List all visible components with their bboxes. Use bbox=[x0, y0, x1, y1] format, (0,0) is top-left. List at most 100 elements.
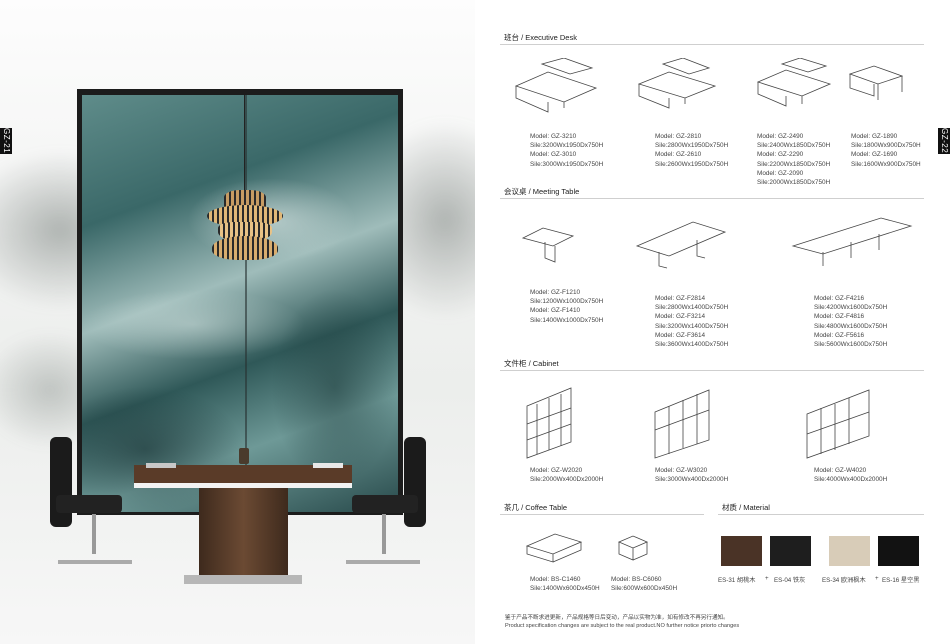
cabinet-illustrations bbox=[526, 387, 870, 459]
chair-right-seat bbox=[352, 495, 418, 513]
spec-line: Model: GZ-F3614 bbox=[655, 331, 706, 339]
spec-group-executive-1: Model: GZ-3210 Sile:3200Wx1950Dx750H Mod… bbox=[530, 132, 603, 169]
desk-card bbox=[313, 463, 343, 468]
spec-group-cabinet-2: Model: GZ-W3020 Sile:3000Wx400Dx2000H bbox=[655, 466, 728, 484]
spec-line: Sile:5600Wx1600Dx750H bbox=[814, 341, 888, 349]
section-title-coffee-table: 茶几 / Coffee Table bbox=[504, 503, 568, 512]
spec-group-meeting-1: Model: GZ-F1210 Sile:1200Wx1000Dx750H Mo… bbox=[530, 288, 603, 325]
spec-line: Model: GZ-2490 bbox=[757, 133, 804, 140]
spec-line: Sile:1600Wx900Dx750H bbox=[851, 160, 921, 168]
spec-line: Sile:3000Wx400Dx2000H bbox=[655, 476, 729, 484]
section-rule bbox=[718, 514, 924, 515]
material-swatch-walnut bbox=[721, 536, 762, 566]
meeting-table-illustrations bbox=[521, 217, 913, 269]
laptop bbox=[146, 463, 176, 468]
material-label-walnut: ES-31 胡桃木 bbox=[718, 577, 756, 584]
spec-line: Sile:2800Wx1950Dx750H bbox=[655, 142, 729, 150]
spec-line: Model: GZ-2810 bbox=[655, 133, 702, 140]
spec-group-coffee-2: Model: BS-C6060 Sile:600Wx600Dx450H bbox=[611, 575, 677, 593]
spec-line: Model: GZ-W3020 bbox=[655, 467, 708, 474]
cabinet-drawing-1 bbox=[526, 387, 572, 459]
coffee-table-illustrations bbox=[525, 533, 649, 563]
spec-group-executive-3: Model: GZ-2490 Sile:2400Wx1850Dx750H Mod… bbox=[757, 132, 830, 187]
spec-line: Model: GZ-F1210 bbox=[530, 289, 581, 296]
page-tab-right: GZ-22 bbox=[938, 128, 950, 154]
spec-line: Model: GZ-F2814 bbox=[655, 295, 706, 302]
spec-line: Sile:2200Wx1850Dx750H bbox=[757, 160, 831, 168]
spec-line: Model: GZ-3010 bbox=[530, 151, 577, 159]
material-separator: + bbox=[765, 575, 769, 582]
executive-desk-drawing-3 bbox=[756, 58, 832, 107]
meeting-table-drawing-1 bbox=[521, 227, 575, 263]
page-tab-left: GZ-21 bbox=[0, 128, 12, 154]
spec-line: Sile:2000Wx1850Dx750H bbox=[757, 179, 831, 187]
spec-line: Sile:600Wx600Dx450H bbox=[611, 585, 678, 593]
pendant-cord bbox=[244, 95, 245, 195]
section-rule bbox=[500, 514, 704, 515]
pendant-lamp-bottom bbox=[212, 236, 278, 260]
spec-line: Model: GZ-2290 bbox=[757, 151, 804, 159]
spec-line: Model: GZ-F4216 bbox=[814, 295, 865, 302]
coffee-table-drawing-2 bbox=[617, 535, 649, 561]
spec-line: Model: GZ-F4816 bbox=[814, 313, 865, 321]
spec-line: Model: GZ-2610 bbox=[655, 151, 702, 159]
executive-desk-drawing-4 bbox=[848, 65, 904, 100]
spec-line: Sile:4800Wx1600Dx750H bbox=[814, 322, 888, 330]
coffee-table-drawing-1 bbox=[525, 533, 583, 563]
spec-line: Model: GZ-3210 bbox=[530, 133, 577, 140]
spec-line: Model: GZ-F1410 bbox=[530, 307, 581, 315]
spec-line: Sile:1400Wx1000Dx750H bbox=[530, 316, 604, 324]
meeting-table-drawing-2 bbox=[635, 221, 727, 269]
spec-group-executive-4: Model: GZ-1890 Sile:1800Wx900Dx750H Mode… bbox=[851, 132, 921, 169]
spec-line: Sile:2800Wx1400Dx750H bbox=[655, 304, 729, 312]
spec-line: Sile:1200Wx1000Dx750H bbox=[530, 298, 604, 306]
spec-group-meeting-3: Model: GZ-F4216 Sile:4200Wx1600Dx750H Mo… bbox=[814, 294, 887, 349]
spec-group-coffee-1: Model: BS-C1460 Sile:1400Wx600Dx450H bbox=[530, 575, 600, 593]
meeting-table-drawing-3 bbox=[791, 217, 913, 266]
spec-line: Model: GZ-W2020 bbox=[530, 467, 583, 474]
spec-line: Model: GZ-2090 bbox=[757, 169, 804, 177]
spec-line: Sile:4000Wx400Dx2000H bbox=[814, 476, 888, 484]
section-title-cabinet: 文件柜 / Cabinet bbox=[504, 359, 559, 368]
spec-line: Sile:3000Wx1950Dx750H bbox=[530, 160, 604, 168]
spec-line: Sile:2400Wx1850Dx750H bbox=[757, 142, 831, 150]
spec-line: Sile:2000Wx400Dx2000H bbox=[530, 476, 604, 484]
pendant-lamp-top bbox=[224, 190, 266, 208]
desk-foot bbox=[184, 575, 302, 584]
material-label-maple: ES-34 欧洲枫木 bbox=[822, 577, 866, 584]
cabinet-drawing-2 bbox=[654, 389, 710, 459]
material-swatch-iron-grey bbox=[770, 536, 811, 566]
section-rule bbox=[500, 370, 924, 371]
spec-group-cabinet-1: Model: GZ-W2020 Sile:2000Wx400Dx2000H bbox=[530, 466, 603, 484]
section-title-executive-desk: 班台 / Executive Desk bbox=[504, 33, 577, 42]
footer-note-en: Product specification changes are subjec… bbox=[505, 622, 740, 629]
material-label-iron-grey: ES-04 铁灰 bbox=[774, 577, 806, 584]
footer-note: 鉴于产品不断求进更新，产品规格等日后变动，产品以实物为准，如有修改不再另行通知。… bbox=[505, 615, 935, 630]
chair-left-seat bbox=[56, 495, 122, 513]
spec-line: Sile:4200Wx1600Dx750H bbox=[814, 304, 888, 312]
section-rule bbox=[500, 44, 924, 45]
spec-line: Sile:2600Wx1950Dx750H bbox=[655, 160, 729, 168]
chair-right-back bbox=[404, 437, 426, 527]
spec-line: Model: GZ-F5616 bbox=[814, 331, 865, 339]
executive-desk-drawing-2 bbox=[637, 58, 717, 109]
spec-line: Sile:3200Wx1950Dx750H bbox=[530, 142, 604, 150]
footer-note-cn: 鉴于产品不断求进更新，产品规格等日后变动，产品以实物为准，如有修改不再另行通知。 bbox=[505, 615, 729, 621]
material-swatch-starry-black bbox=[878, 536, 919, 566]
executive-desk-illustrations bbox=[514, 58, 904, 113]
cabinet-drawing-3 bbox=[806, 389, 870, 459]
spec-line: Model: BS-C6060 bbox=[611, 576, 662, 583]
chair-left-base bbox=[58, 560, 132, 564]
spec-group-cabinet-3: Model: GZ-W4020 Sile:4000Wx400Dx2000H bbox=[814, 466, 887, 484]
vase bbox=[239, 448, 249, 464]
chair-right-post bbox=[382, 514, 386, 554]
section-rule bbox=[500, 198, 924, 199]
material-separator: + bbox=[875, 575, 879, 582]
chair-right-base bbox=[346, 560, 420, 564]
chair-left-post bbox=[92, 514, 96, 554]
chair-left-back bbox=[50, 437, 72, 527]
spec-group-meeting-2: Model: GZ-F2814 Sile:2800Wx1400Dx750H Mo… bbox=[655, 294, 728, 349]
section-title-material: 材质 / Material bbox=[722, 503, 770, 512]
spec-line: Model: GZ-F3214 bbox=[655, 313, 706, 321]
interior-photo bbox=[0, 0, 475, 644]
